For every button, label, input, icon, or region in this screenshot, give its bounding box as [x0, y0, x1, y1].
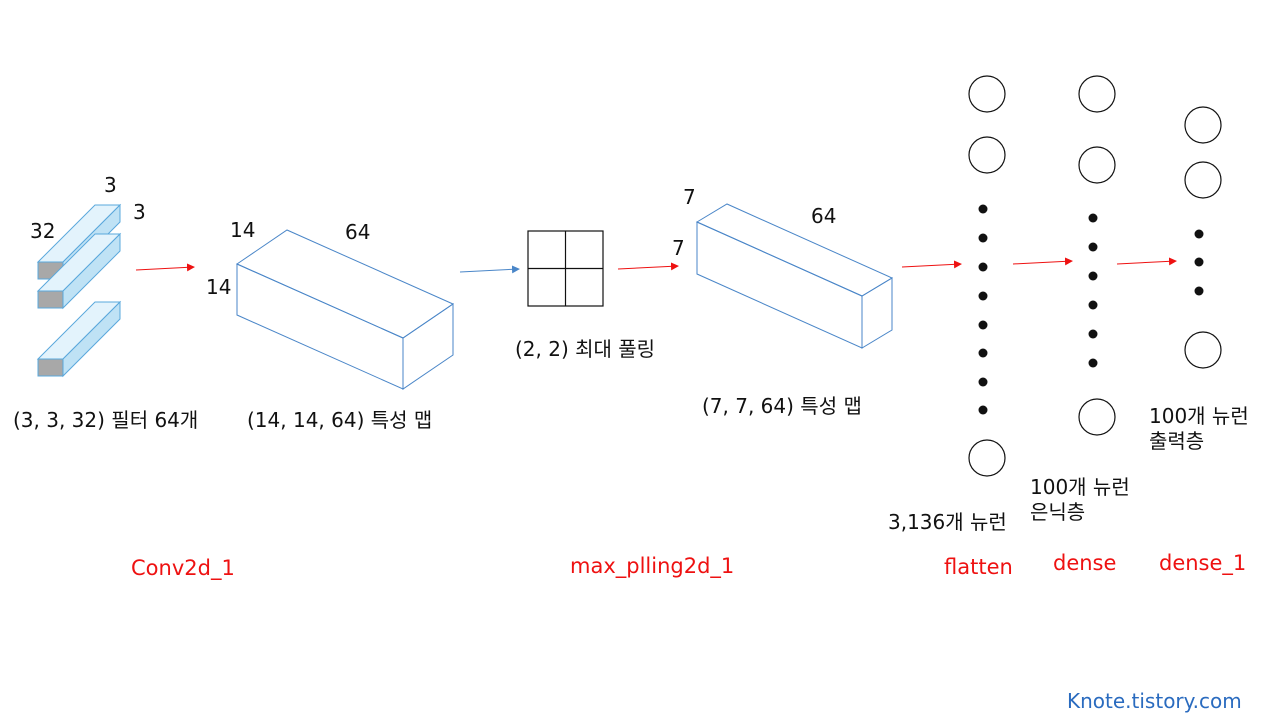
neuron: [1078, 398, 1116, 436]
neuron: [1078, 146, 1116, 184]
ellipsis-dot: [1194, 257, 1204, 267]
ellipsis-dot: [1088, 358, 1098, 368]
filter-depth-label: 32: [30, 219, 56, 243]
conv-map-caption: (14, 14, 64) 특성 맵: [247, 408, 433, 432]
pooling-grid: [527, 230, 604, 307]
output-layer-caption: 100개 뉴런 출력층: [1149, 404, 1249, 453]
filter-height-label: 3: [104, 173, 117, 197]
arrow-conv-to-pool: [459, 265, 520, 274]
ellipsis-dot: [1088, 300, 1098, 310]
conv-depth-label: 64: [345, 220, 371, 244]
filters-caption: (3, 3, 32) 필터 64개: [13, 408, 199, 432]
hidden-layer-caption: 100개 뉴런 은닉층: [1030, 475, 1130, 524]
layer-label-flatten: flatten: [944, 555, 1013, 579]
neuron: [1078, 75, 1116, 113]
neuron: [1184, 106, 1222, 144]
ellipsis-dot: [978, 204, 988, 214]
dense-column: [1078, 75, 1116, 436]
filter-prism-2: [36, 232, 122, 310]
neuron: [1184, 331, 1222, 369]
ellipsis-dot: [1194, 229, 1204, 239]
ellipsis-dot: [978, 262, 988, 272]
neuron: [968, 439, 1006, 477]
watermark-link[interactable]: Knote.tistory.com: [1067, 689, 1242, 713]
layer-label-dense: dense: [1053, 551, 1117, 575]
arrow-map-to-flatten: [901, 260, 962, 269]
arrow-pool-to-map: [617, 262, 679, 271]
neuron: [968, 136, 1006, 174]
ellipsis-dot: [1088, 329, 1098, 339]
arrow-dense-to-dense1: [1116, 257, 1177, 266]
pool-depth-label: 64: [811, 204, 837, 228]
arrow-flatten-to-dense: [1012, 257, 1073, 266]
pooling-caption: (2, 2) 최대 풀링: [515, 337, 656, 361]
flatten-column: [968, 75, 1006, 477]
ellipsis-dot: [1088, 242, 1098, 252]
layer-label-dense1: dense_1: [1159, 551, 1247, 575]
layer-label-pool: max_plling2d_1: [570, 554, 735, 578]
filter-prism-3: [36, 300, 122, 378]
conv-feature-map-box: [235, 229, 455, 390]
layer-label-conv: Conv2d_1: [131, 556, 235, 580]
filter-width-label: 3: [133, 200, 146, 224]
ellipsis-dot: [978, 405, 988, 415]
arrow-filters-to-conv: [135, 263, 195, 272]
pool-map-caption: (7, 7, 64) 특성 맵: [702, 394, 862, 418]
pool-height-label: 7: [672, 236, 685, 260]
neuron: [968, 75, 1006, 113]
flatten-neurons-caption: 3,136개 뉴런: [888, 510, 1007, 534]
conv-height-label: 14: [206, 275, 232, 299]
ellipsis-dot: [1088, 213, 1098, 223]
ellipsis-dot: [978, 377, 988, 387]
ellipsis-dot: [1194, 286, 1204, 296]
neuron: [1184, 161, 1222, 199]
pool-width-label: 7: [683, 185, 696, 209]
ellipsis-dot: [978, 320, 988, 330]
ellipsis-dot: [1088, 271, 1098, 281]
dense1-column: [1184, 106, 1222, 369]
conv-width-label: 14: [230, 218, 256, 242]
pooled-feature-map-box: [695, 203, 894, 349]
ellipsis-dot: [978, 291, 988, 301]
ellipsis-dot: [978, 348, 988, 358]
ellipsis-dot: [978, 233, 988, 243]
